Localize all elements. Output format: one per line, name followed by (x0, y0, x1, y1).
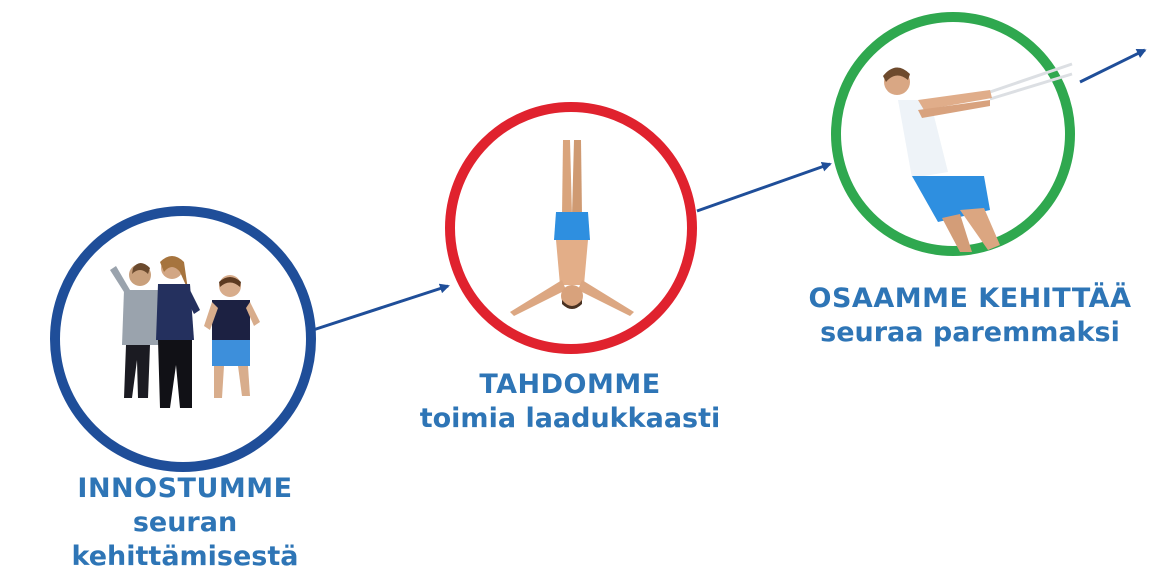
stage-1-circle (55, 211, 311, 467)
stage-3-subtitle: seuraa paremmaksi (780, 316, 1160, 350)
stage-2-circle (450, 107, 692, 349)
arrow-1-to-2 (313, 286, 448, 330)
stage-3-caption: OSAAMME KEHITTÄÄ seuraa paremmaksi (780, 282, 1160, 350)
stage-2-caption: TAHDOMME toimia laadukkaasti (400, 368, 740, 436)
progress-diagram (0, 0, 1166, 547)
stage-1-title: INNOSTUMME (30, 472, 340, 506)
stage-1-caption: INNOSTUMME seuran kehittämisestä (30, 472, 340, 573)
arrow-3-out (1080, 50, 1145, 82)
stage-3-circle (836, 17, 1072, 252)
stage-2-subtitle: toimia laadukkaasti (400, 402, 740, 436)
stage-2-title: TAHDOMME (400, 368, 740, 402)
stage-1-subtitle: seuran kehittämisestä (30, 506, 340, 573)
stage-3-title: OSAAMME KEHITTÄÄ (780, 282, 1160, 316)
arrow-2-to-3 (697, 164, 830, 211)
